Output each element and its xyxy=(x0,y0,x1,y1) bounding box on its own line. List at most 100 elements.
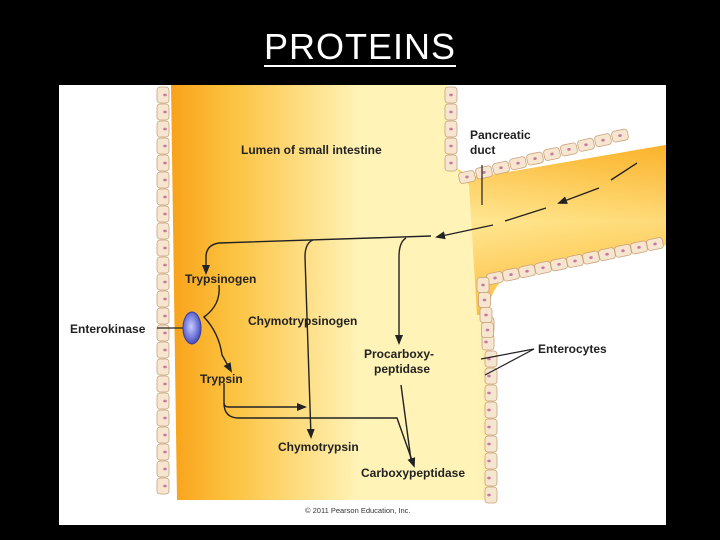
enterocyte-cell xyxy=(156,392,170,410)
duct-wall-top xyxy=(458,128,629,184)
enterocyte-cell xyxy=(484,401,498,419)
enterocyte-cell xyxy=(156,307,170,325)
cell-nucleus xyxy=(621,249,625,253)
cell-nucleus xyxy=(465,175,469,179)
enterocyte-cell xyxy=(156,460,170,478)
enterocyte-cell xyxy=(484,350,498,368)
cell-nucleus xyxy=(637,245,641,249)
cell-nucleus xyxy=(487,442,491,446)
cell-nucleus xyxy=(557,262,561,266)
cell-nucleus xyxy=(163,399,167,403)
enterocyte-cell xyxy=(156,137,170,155)
enterocyte-cell xyxy=(156,477,170,495)
cell-nucleus xyxy=(163,110,167,114)
cell-nucleus xyxy=(449,110,453,114)
enterocyte-cell xyxy=(156,154,170,172)
enterocytes-pointer-2 xyxy=(484,348,535,376)
cell-nucleus xyxy=(449,161,453,165)
cell-nucleus xyxy=(481,283,485,287)
enterocyte-cell xyxy=(518,264,536,279)
cell-nucleus xyxy=(163,127,167,131)
digestion-diagram: Lumen of small intestine Pancreatic duct… xyxy=(70,85,666,515)
enzyme-pathways xyxy=(202,235,432,468)
enterocyte-cell xyxy=(484,486,498,504)
enterocyte-cell xyxy=(156,426,170,444)
cell-nucleus xyxy=(573,259,577,263)
enterocyte-cell xyxy=(594,133,612,148)
cell-nucleus xyxy=(449,144,453,148)
cell-nucleus xyxy=(163,450,167,454)
cell-nucleus xyxy=(516,161,520,165)
cell-nucleus xyxy=(533,157,537,161)
enterocyte-cell xyxy=(484,435,498,453)
enterocyte-cell xyxy=(484,469,498,487)
enterocyte-cell xyxy=(156,205,170,223)
copyright-notice: © 2011 Pearson Education, Inc. xyxy=(305,506,410,515)
enterocyte-cell xyxy=(444,154,458,172)
enterocyte-cell xyxy=(484,452,498,470)
enterocytes-pointer-1 xyxy=(480,348,535,360)
cell-nucleus xyxy=(541,266,545,270)
label-lumen: Lumen of small intestine xyxy=(241,143,382,157)
enterocyte-cell xyxy=(156,273,170,291)
cell-nucleus xyxy=(163,331,167,335)
duct-wall-bottom xyxy=(476,237,664,338)
enterocyte-cell xyxy=(550,257,568,272)
enterocyte-cell xyxy=(543,147,561,161)
cell-nucleus xyxy=(487,357,491,361)
enterocyte-cell xyxy=(476,277,490,293)
enterocyte-cell xyxy=(156,222,170,240)
cell-nucleus xyxy=(163,416,167,420)
label-procarboxypeptidase-line1: Procarboxy- xyxy=(364,347,434,361)
cell-nucleus xyxy=(163,467,167,471)
cell-nucleus xyxy=(449,127,453,131)
enterocyte-cell xyxy=(646,237,664,251)
enterocyte-cell xyxy=(577,137,595,152)
cell-nucleus xyxy=(499,166,503,170)
cell-nucleus xyxy=(163,365,167,369)
cell-nucleus xyxy=(484,340,488,344)
enterocyte-cell xyxy=(156,171,170,189)
enterocyte-cell xyxy=(156,358,170,376)
enterocyte-cell xyxy=(156,324,170,342)
label-trypsinogen: Trypsinogen xyxy=(185,272,256,286)
enterocyte-cell xyxy=(444,103,458,121)
cell-nucleus xyxy=(163,246,167,250)
cell-nucleus xyxy=(163,297,167,301)
enterocyte-cell xyxy=(484,367,498,385)
cell-nucleus xyxy=(493,276,497,280)
label-enterocytes: Enterocytes xyxy=(538,342,607,356)
cell-nucleus xyxy=(605,252,609,256)
enterocyte-cell xyxy=(156,239,170,257)
cell-nucleus xyxy=(589,256,593,260)
enterokinase-enzyme xyxy=(182,311,202,345)
enterocyte-cell xyxy=(598,247,616,262)
enterocyte-cell xyxy=(444,120,458,138)
enterocyte-cell xyxy=(481,322,494,338)
cell-nucleus xyxy=(163,229,167,233)
enterocyte-cell xyxy=(509,156,527,171)
cell-nucleus xyxy=(601,138,605,142)
enterocyte-cell xyxy=(156,443,170,461)
enterocyte-cell xyxy=(156,120,170,138)
label-pancreatic-duct-line1: Pancreatic xyxy=(470,128,531,142)
enterocyte-wall-left xyxy=(156,86,170,495)
cell-nucleus xyxy=(525,269,529,273)
enterocyte-cell xyxy=(478,292,491,308)
cell-nucleus xyxy=(584,143,588,147)
enterocyte-cell xyxy=(611,128,629,143)
label-procarboxypeptidase-line2: peptidase xyxy=(374,362,430,376)
enterocyte-cell xyxy=(526,151,544,166)
label-chymotrypsinogen: Chymotrypsinogen xyxy=(248,314,357,328)
enterocyte-cell xyxy=(444,137,458,155)
cell-nucleus xyxy=(487,391,491,395)
cell-nucleus xyxy=(163,382,167,386)
cell-nucleus xyxy=(163,195,167,199)
label-enterokinase: Enterokinase xyxy=(70,322,146,336)
duct-wall-inner xyxy=(444,86,458,172)
cell-nucleus xyxy=(618,134,622,138)
enterocyte-wall-right xyxy=(481,316,498,504)
cell-nucleus xyxy=(482,170,486,174)
enterocyte-cell xyxy=(475,165,493,180)
cell-nucleus xyxy=(449,93,453,97)
